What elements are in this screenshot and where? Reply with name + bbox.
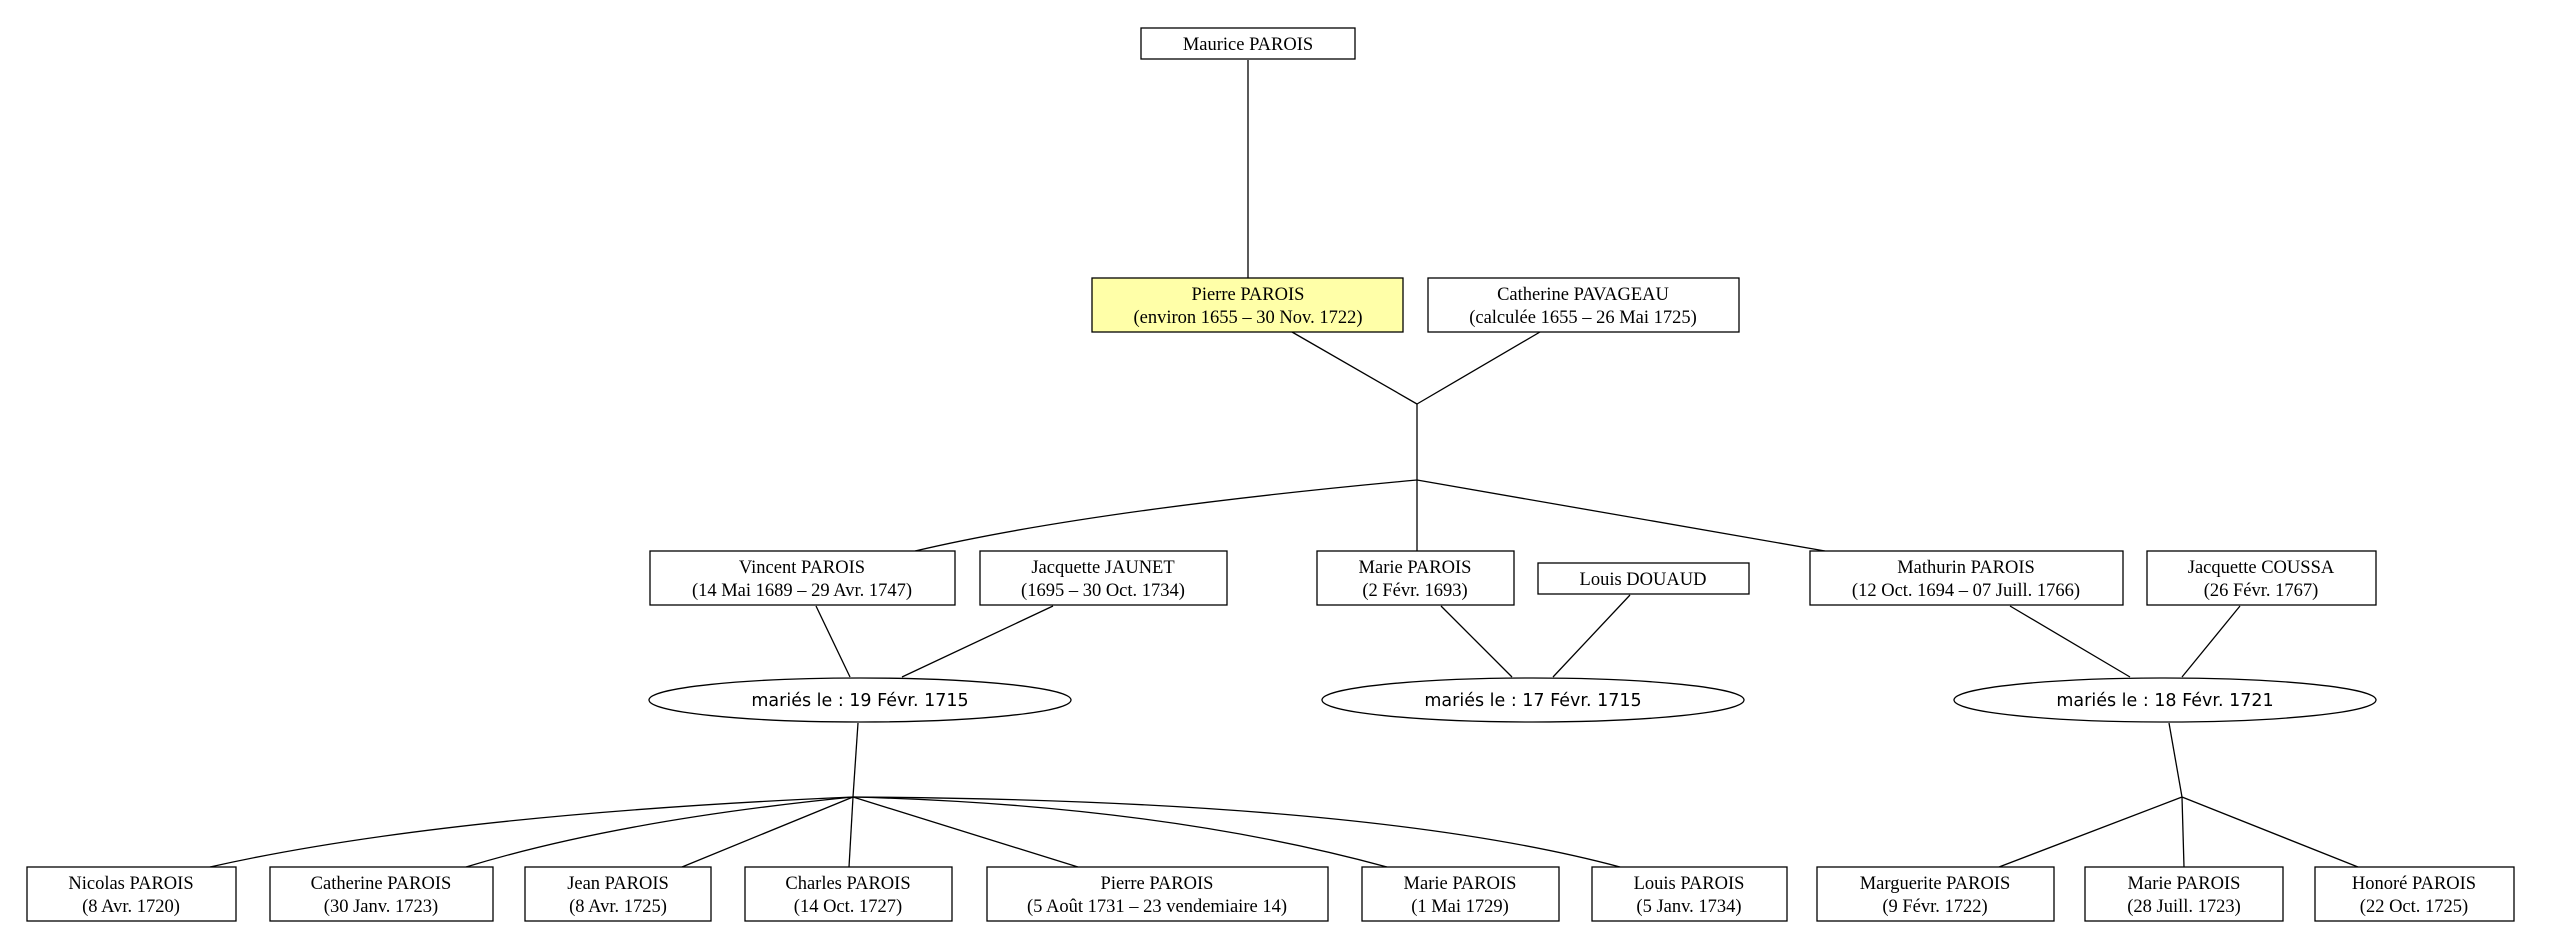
person-name: Marie PAROIS bbox=[1404, 874, 1517, 894]
person-name: Vincent PAROIS bbox=[739, 558, 865, 578]
person-mathurin-parois[interactable]: Mathurin PAROIS (12 Oct. 1694 – 07 Juill… bbox=[1809, 550, 2124, 606]
person-dates: (5 Août 1731 – 23 vendemiaire 14) bbox=[1027, 897, 1287, 917]
edge-marriage3-children bbox=[2168, 722, 2183, 798]
marriage-mathurin-coussa[interactable]: mariés le : 18 Févr. 1721 bbox=[1953, 677, 2377, 723]
edge-to-nicolas bbox=[209, 796, 854, 868]
edge-to-charles bbox=[848, 796, 854, 868]
edge-pavageau-family bbox=[1416, 331, 1541, 405]
edge-to-honore bbox=[2181, 796, 2359, 868]
person-dates: (calculée 1655 – 26 Mai 1725) bbox=[1469, 308, 1697, 328]
person-louis-douaud[interactable]: Louis DOUAUD bbox=[1537, 562, 1750, 595]
person-maurice-parois[interactable]: Maurice PAROIS bbox=[1140, 27, 1356, 60]
person-marie-parois-1729[interactable]: Marie PAROIS (1 Mai 1729) bbox=[1361, 866, 1560, 922]
person-name: Nicolas PAROIS bbox=[68, 874, 193, 894]
person-dates: (8 Avr. 1725) bbox=[569, 897, 667, 917]
person-jean-parois[interactable]: Jean PAROIS (8 Avr. 1725) bbox=[524, 866, 712, 922]
person-dates: (12 Oct. 1694 – 07 Juill. 1766) bbox=[1852, 581, 2080, 601]
edge-to-pierre-1731 bbox=[852, 796, 1079, 868]
marriage-label: mariés le : 17 Févr. 1715 bbox=[1424, 691, 1641, 711]
person-dates: (environ 1655 – 30 Nov. 1722) bbox=[1134, 308, 1363, 328]
edge-family-vincent bbox=[914, 479, 1418, 552]
edge-mathurin-marriage bbox=[2009, 605, 2131, 678]
person-pierre-parois[interactable]: Pierre PAROIS (environ 1655 – 30 Nov. 17… bbox=[1091, 277, 1404, 333]
person-name: Catherine PAROIS bbox=[311, 874, 452, 894]
edge-to-louis-1734 bbox=[852, 796, 1621, 868]
marriage-vincent-jaunet[interactable]: mariés le : 19 Févr. 1715 bbox=[648, 677, 1072, 723]
person-dates: (1 Mai 1729) bbox=[1411, 897, 1509, 917]
person-catherine-parois-1723[interactable]: Catherine PAROIS (30 Janv. 1723) bbox=[269, 866, 494, 922]
person-dates: (1695 – 30 Oct. 1734) bbox=[1021, 581, 1185, 601]
person-vincent-parois[interactable]: Vincent PAROIS (14 Mai 1689 – 29 Avr. 17… bbox=[649, 550, 956, 606]
person-pierre-parois-1731[interactable]: Pierre PAROIS (5 Août 1731 – 23 vendemia… bbox=[986, 866, 1329, 922]
person-name: Maurice PAROIS bbox=[1183, 35, 1313, 55]
person-dates: (26 Févr. 1767) bbox=[2204, 581, 2319, 601]
person-marguerite-parois[interactable]: Marguerite PAROIS (9 Févr. 1722) bbox=[1816, 866, 2055, 922]
edge-jaunet-marriage bbox=[901, 605, 1054, 678]
person-dates: (2 Févr. 1693) bbox=[1362, 581, 1467, 601]
person-dates: (30 Janv. 1723) bbox=[324, 897, 438, 917]
person-name: Louis DOUAUD bbox=[1580, 570, 1707, 590]
person-charles-parois[interactable]: Charles PAROIS (14 Oct. 1727) bbox=[744, 866, 953, 922]
person-louis-parois-1734[interactable]: Louis PAROIS (5 Janv. 1734) bbox=[1591, 866, 1788, 922]
person-dates: (28 Juill. 1723) bbox=[2127, 897, 2241, 917]
edge-to-catherine-1723 bbox=[465, 796, 854, 868]
person-name: Charles PAROIS bbox=[785, 874, 910, 894]
person-name: Mathurin PAROIS bbox=[1897, 558, 2035, 578]
edge-family-mathurin bbox=[1416, 479, 1826, 552]
person-name: Marguerite PAROIS bbox=[1860, 874, 2011, 894]
person-name: Pierre PAROIS bbox=[1192, 285, 1305, 305]
person-dates: (9 Févr. 1722) bbox=[1882, 897, 1987, 917]
edge-to-marie-1723 bbox=[2181, 796, 2185, 868]
person-honore-parois[interactable]: Honoré PAROIS (22 Oct. 1725) bbox=[2314, 866, 2515, 922]
person-name: Marie PAROIS bbox=[2128, 874, 2241, 894]
person-dates: (22 Oct. 1725) bbox=[2360, 897, 2468, 917]
edge-to-marie-1729 bbox=[852, 796, 1388, 868]
person-jacquette-coussa[interactable]: Jacquette COUSSA (26 Févr. 1767) bbox=[2146, 550, 2377, 606]
edge-marie-marriage bbox=[1440, 605, 1513, 678]
person-marie-parois-1723[interactable]: Marie PAROIS (28 Juill. 1723) bbox=[2084, 866, 2284, 922]
edge-marriage1-children bbox=[852, 722, 859, 798]
tree-edges bbox=[209, 60, 2359, 868]
edge-to-jean bbox=[681, 796, 854, 868]
person-dates: (5 Janv. 1734) bbox=[1636, 897, 1741, 917]
person-catherine-pavageau[interactable]: Catherine PAVAGEAU (calculée 1655 – 26 M… bbox=[1427, 277, 1740, 333]
person-name: Catherine PAVAGEAU bbox=[1497, 285, 1669, 305]
edge-pierre-family bbox=[1291, 331, 1418, 405]
edge-vincent-marriage bbox=[815, 605, 851, 678]
person-dates: (8 Avr. 1720) bbox=[82, 897, 180, 917]
person-name: Louis PAROIS bbox=[1634, 874, 1745, 894]
person-name: Pierre PAROIS bbox=[1101, 874, 1214, 894]
person-name: Jacquette JAUNET bbox=[1031, 558, 1174, 578]
edge-douaud-marriage bbox=[1552, 594, 1631, 678]
person-marie-parois-1693[interactable]: Marie PAROIS (2 Févr. 1693) bbox=[1316, 550, 1515, 606]
edge-coussa-marriage bbox=[2181, 605, 2241, 678]
marriage-marie-douaud[interactable]: mariés le : 17 Févr. 1715 bbox=[1321, 677, 1745, 723]
marriage-label: mariés le : 18 Févr. 1721 bbox=[2056, 691, 2273, 711]
person-name: Honoré PAROIS bbox=[2352, 874, 2476, 894]
edge-to-marguerite bbox=[1998, 796, 2183, 868]
person-jacquette-jaunet[interactable]: Jacquette JAUNET (1695 – 30 Oct. 1734) bbox=[979, 550, 1228, 606]
person-nicolas-parois[interactable]: Nicolas PAROIS (8 Avr. 1720) bbox=[26, 866, 237, 922]
person-dates: (14 Mai 1689 – 29 Avr. 1747) bbox=[692, 581, 912, 601]
person-name: Jean PAROIS bbox=[567, 874, 669, 894]
person-name: Marie PAROIS bbox=[1359, 558, 1472, 578]
person-dates: (14 Oct. 1727) bbox=[794, 897, 902, 917]
person-name: Jacquette COUSSA bbox=[2188, 558, 2335, 578]
marriage-label: mariés le : 19 Févr. 1715 bbox=[751, 691, 968, 711]
